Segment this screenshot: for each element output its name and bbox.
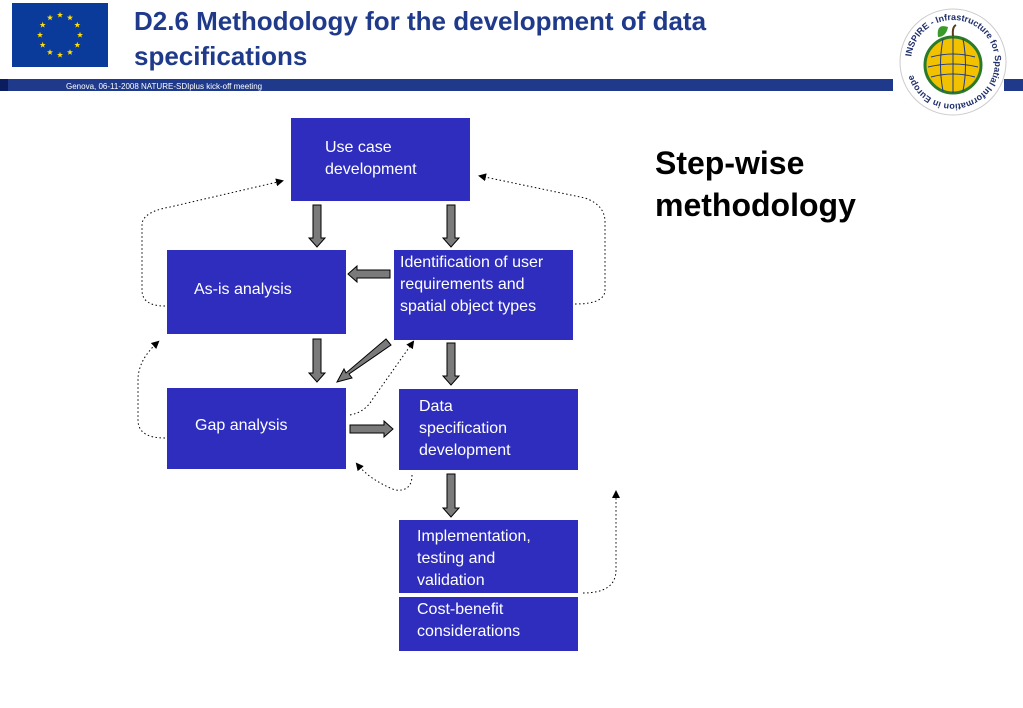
- flag-star: [74, 41, 81, 48]
- box-label: Use case development: [325, 139, 417, 178]
- box-identification-requirements: Identification of user requirements and …: [394, 250, 573, 340]
- page-title: D2.6 Methodology for the development of …: [134, 6, 707, 71]
- box-label: Implementation, testing and validation: [417, 528, 531, 589]
- arrow-asis-to-gap: [307, 338, 327, 383]
- banner-end: [1004, 79, 1023, 91]
- box-data-specification-development: Data specification development: [399, 389, 578, 470]
- box-label: Cost-benefit considerations: [417, 601, 521, 640]
- arrow-ident-to-asis: [347, 264, 391, 284]
- feedback-ident-to-usecase: [478, 173, 606, 305]
- arrow-usecase-to-asis: [307, 204, 327, 248]
- flag-star: [66, 14, 74, 21]
- flag-star: [46, 14, 54, 21]
- box-as-is-analysis: As-is analysis: [167, 250, 346, 334]
- arrow-gap-to-dataspec: [349, 419, 394, 439]
- eu-flag-logo: [12, 3, 108, 67]
- box-use-case-development: Use case development: [291, 118, 470, 201]
- flag-star: [56, 51, 64, 58]
- feedback-gap-to-asis: [137, 340, 166, 439]
- box-cost-benefit: Cost-benefit considerations: [399, 597, 578, 651]
- arrow-ident-to-gap: [336, 338, 392, 383]
- flag-star: [39, 41, 46, 48]
- flag-star: [76, 31, 84, 38]
- arrow-dataspec-to-impl: [441, 473, 461, 518]
- step-wise-heading: Step-wise methodology: [655, 145, 856, 223]
- flag-star: [66, 49, 74, 55]
- box-label: Gap analysis: [195, 417, 288, 434]
- box-label: Data specification development: [419, 398, 511, 459]
- inspire-logo: INSPIRE - Infrastructure for Spatial Inf…: [899, 8, 1007, 116]
- meeting-subtitle: Genova, 06-11-2008 NATURE-SDIplus kick-o…: [66, 82, 263, 91]
- arrow-usecase-to-ident: [441, 204, 461, 248]
- header-banner: [0, 79, 893, 91]
- box-implementation-testing: Implementation, testing and validation: [399, 520, 578, 593]
- feedback-asis-to-usecase: [141, 178, 284, 307]
- flag-star: [36, 31, 44, 38]
- box-gap-analysis: Gap analysis: [167, 388, 346, 469]
- box-label: As-is analysis: [194, 281, 292, 298]
- feedback-dataspec-to-gap: [355, 462, 413, 491]
- feedback-impl-to-dataspec: [582, 490, 620, 594]
- box-label: Identification of user requirements and …: [400, 254, 544, 315]
- flag-star: [39, 21, 46, 28]
- flag-star: [46, 49, 54, 55]
- arrow-ident-to-dataspec: [441, 342, 461, 386]
- flag-star: [56, 11, 64, 18]
- flag-star: [74, 21, 81, 28]
- banner-strip: [0, 79, 8, 91]
